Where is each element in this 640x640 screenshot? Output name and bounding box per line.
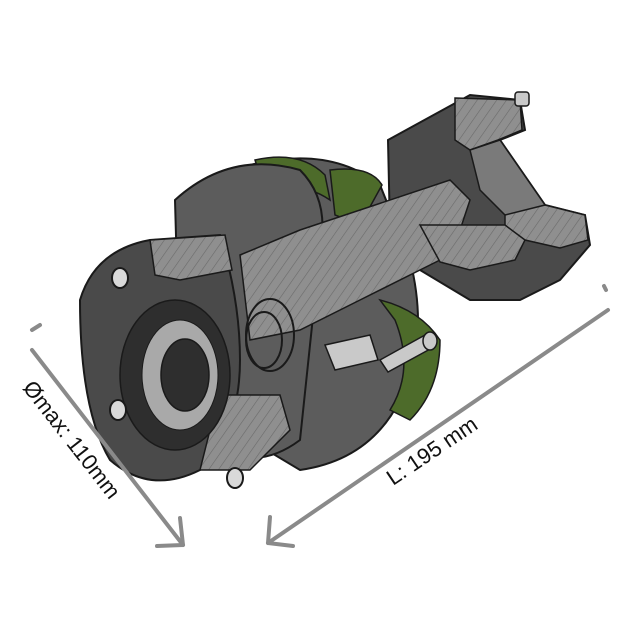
length-line bbox=[266, 308, 610, 545]
pin-tip bbox=[514, 91, 530, 107]
length-label: L: 195 mm bbox=[382, 411, 482, 490]
front-flange bbox=[78, 233, 291, 489]
retaining-spring bbox=[245, 298, 438, 373]
bolt-hole-bottom bbox=[226, 467, 244, 489]
central-shaft-section bbox=[239, 179, 526, 341]
bolt-hole-top bbox=[111, 267, 129, 289]
bolt-hole-left bbox=[109, 399, 127, 421]
diameter-line bbox=[30, 348, 185, 547]
diameter-arrowhead bbox=[155, 516, 185, 548]
length-arrowhead bbox=[266, 515, 295, 548]
